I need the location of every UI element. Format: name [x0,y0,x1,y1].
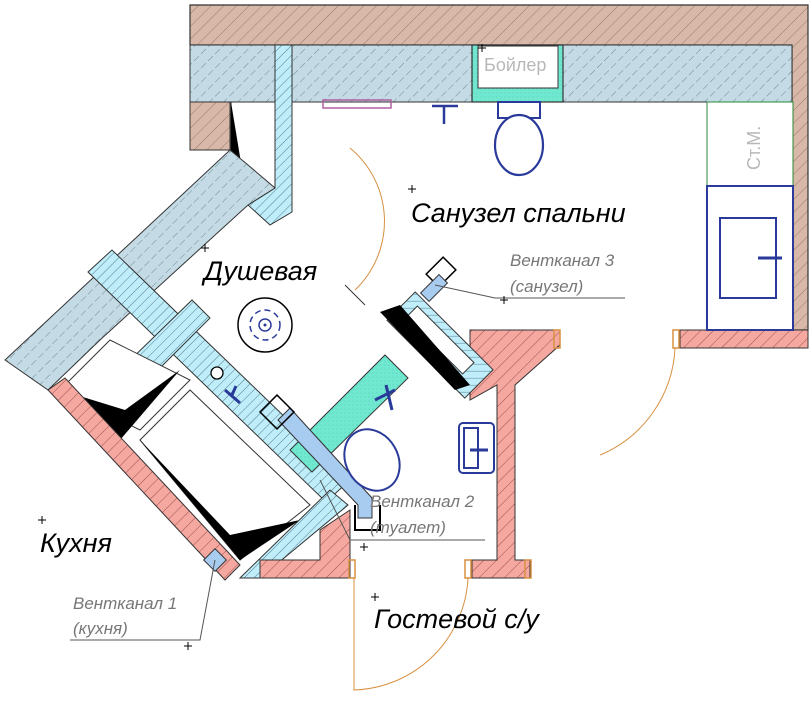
guest-wc-walls [259,329,809,579]
vent-2-bracket [354,505,381,531]
vent-1-title: Вентканал 1 [73,594,177,613]
wc-mixer-icon [374,384,396,411]
vent-3-leader [434,284,625,299]
guest-toilet-icon [343,428,401,492]
vent-3-subtitle: (санузел) [510,277,583,296]
towel-rail [322,99,392,109]
vent-2-subtitle: (туалет) [370,518,446,537]
boiler-niche: Бойлер [471,44,564,103]
room-label-guest-wc: Гостевой с/у [374,604,540,634]
niche-kitchen-2 [139,389,311,561]
faucet-icon [432,104,458,124]
room-label-kitchen: Кухня [40,528,112,558]
partition-bottom [238,489,349,579]
room-label-shower: Душевая [201,256,317,286]
washing-machine-label: Ст.М. [744,126,764,170]
niche-shadow [380,305,470,390]
insertion-markers [38,44,508,650]
door-arc-guest [353,577,469,691]
insulation-wall-top [189,44,793,103]
shower-mixer-icon [224,385,241,405]
vent-duct-3 [419,273,449,303]
door-arc-shower [349,147,385,291]
insulation-wall-diagonal [4,149,276,391]
vent-1-subtitle: (кухня) [73,619,128,638]
boiler-label: Бойлер [484,55,546,75]
washing-machine: Ст.М. [706,101,794,187]
door-jamb [348,559,356,579]
vent-1-leader [70,559,216,641]
toilet-icon [493,101,545,177]
vent-2-cap [258,393,296,431]
door-jamb [464,559,472,579]
door-leaf-shower [344,284,366,306]
door-jamb [524,559,532,579]
door-arc-master [599,347,676,456]
vent-2-title: Вентканал 2 [370,492,475,511]
door-jamb [672,329,680,349]
kitchen-wall-diagonal [47,377,241,581]
door-jamb [553,329,561,349]
sink-icon [706,185,794,331]
vent-3-title: Вентканал 3 [510,251,615,270]
room-label-master-bathroom: Санузел спальни [411,198,626,228]
shower-drain-icon [237,297,293,353]
pipe-icon [210,366,224,380]
guest-sink-icon [458,422,495,474]
vent-2-leader [319,479,485,541]
